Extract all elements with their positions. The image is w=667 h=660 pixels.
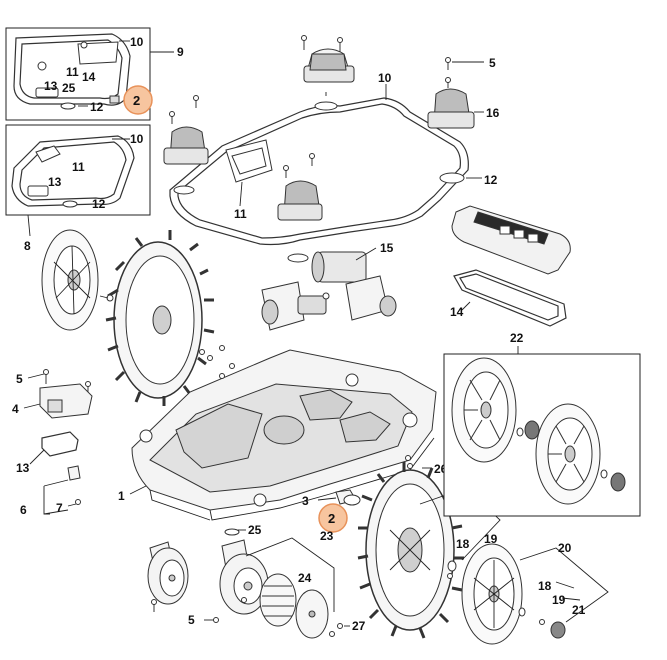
label-5: 5 bbox=[489, 56, 496, 70]
label-14: 14 bbox=[450, 305, 464, 319]
callout-badge: 2 bbox=[123, 85, 153, 115]
drive-motor bbox=[261, 251, 397, 331]
label-27: 27 bbox=[352, 619, 366, 633]
label-14: 14 bbox=[82, 70, 96, 84]
label-25: 25 bbox=[248, 523, 262, 537]
motor-top-left bbox=[163, 95, 209, 195]
label-12: 12 bbox=[90, 100, 104, 114]
label-19: 19 bbox=[552, 593, 566, 607]
label-18: 18 bbox=[538, 579, 552, 593]
motor-assembly bbox=[169, 97, 469, 246]
inset-box-22 bbox=[443, 346, 641, 517]
label-21: 21 bbox=[572, 603, 586, 617]
label-16: 16 bbox=[486, 106, 500, 120]
motor-right bbox=[427, 57, 475, 184]
label-18: 18 bbox=[456, 537, 470, 551]
inset-box-8 bbox=[5, 124, 151, 237]
label-25: 25 bbox=[62, 81, 76, 95]
label-13: 13 bbox=[48, 175, 62, 189]
label-19: 19 bbox=[484, 532, 498, 546]
label-11: 11 bbox=[66, 65, 79, 79]
wheel-left-front bbox=[99, 230, 215, 406]
callout-badge: 2 bbox=[318, 503, 348, 533]
label-1: 1 bbox=[118, 489, 125, 503]
wheel-motor-center bbox=[219, 528, 343, 639]
label-6: 6 bbox=[20, 503, 27, 517]
motor-top-center bbox=[301, 35, 355, 111]
callout-2: 2 bbox=[133, 93, 140, 108]
label-4: 4 bbox=[12, 402, 19, 416]
label-8: 8 bbox=[24, 239, 31, 253]
label-11: 11 bbox=[72, 160, 85, 174]
label-13: 13 bbox=[44, 79, 58, 93]
motor-center bbox=[277, 153, 323, 263]
wheel-motor-left bbox=[147, 541, 189, 612]
control-panel bbox=[451, 205, 571, 327]
hubcap-right bbox=[461, 543, 566, 645]
label-11: 11 bbox=[234, 207, 247, 221]
label-15: 15 bbox=[380, 241, 394, 255]
label-22: 22 bbox=[510, 331, 524, 345]
label-12: 12 bbox=[92, 197, 106, 211]
label-23: 23 bbox=[320, 529, 334, 543]
inset-box-9 bbox=[5, 27, 174, 121]
label-12: 12 bbox=[484, 173, 498, 187]
label-20: 20 bbox=[558, 541, 572, 555]
wheel-left-rear bbox=[41, 229, 99, 331]
label-24: 24 bbox=[298, 571, 312, 585]
label-10: 10 bbox=[130, 35, 144, 49]
label-7: 7 bbox=[56, 501, 63, 515]
label-5: 5 bbox=[188, 613, 195, 627]
label-3: 3 bbox=[302, 494, 309, 508]
chassis bbox=[131, 349, 437, 521]
label-10: 10 bbox=[130, 132, 144, 146]
wheel-right-rear bbox=[357, 462, 464, 639]
label-9: 9 bbox=[177, 45, 184, 59]
label-13: 13 bbox=[16, 461, 30, 475]
latch-part bbox=[317, 489, 361, 506]
callout-2: 2 bbox=[328, 511, 335, 526]
bracket-assembly bbox=[39, 369, 93, 505]
label-10: 10 bbox=[378, 71, 392, 85]
label-5: 5 bbox=[16, 372, 23, 386]
